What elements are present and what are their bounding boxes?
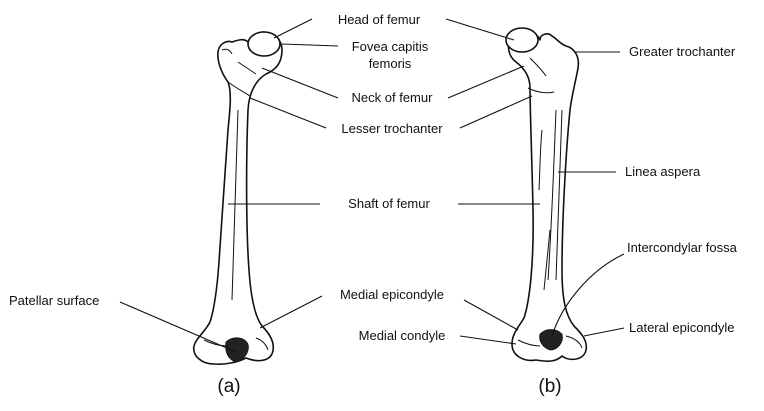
leader-neck-a <box>262 68 338 98</box>
femur-b-outline <box>509 31 587 361</box>
femur-anterior-view <box>194 32 282 364</box>
label-greater-trochanter: Greater trochanter <box>629 44 736 59</box>
label-fovea-femoris: femoris <box>369 56 412 71</box>
label-patellar-surface: Patellar surface <box>9 293 99 308</box>
leader-medial-condyle <box>460 336 516 344</box>
label-linea-aspera: Linea aspera <box>625 164 701 179</box>
femur-a-outline <box>194 32 282 364</box>
label-neck-of-femur: Neck of femur <box>352 90 434 105</box>
leader-lesser-trochanter-a <box>250 98 326 128</box>
femur-a-head <box>248 32 280 56</box>
label-lateral-epicondyle: Lateral epicondyle <box>629 320 735 335</box>
leader-medial-epicondyle-a <box>260 296 322 328</box>
leader-lateral-epicondyle <box>584 328 624 336</box>
leader-lesser-trochanter-b <box>460 96 532 128</box>
leader-head-b <box>446 19 514 40</box>
femur-b-head <box>506 28 538 52</box>
panel-label-b: (b) <box>538 376 561 397</box>
panel-label-a: (a) <box>217 376 240 397</box>
label-lesser-trochanter: Lesser trochanter <box>341 121 443 136</box>
leader-head-a <box>274 19 312 38</box>
label-intercondylar-fossa: Intercondylar fossa <box>627 240 738 255</box>
label-shaft-of-femur: Shaft of femur <box>348 196 430 211</box>
leader-neck-b <box>448 66 524 98</box>
leader-fovea <box>282 44 338 46</box>
label-head-of-femur: Head of femur <box>338 12 421 27</box>
labels: Head of femur Fovea capitis femoris Neck… <box>9 12 738 397</box>
femur-posterior-view <box>506 28 586 361</box>
label-medial-condyle: Medial condyle <box>359 328 446 343</box>
label-medial-epicondyle: Medial epicondyle <box>340 287 444 302</box>
label-fovea-capitis: Fovea capitis <box>352 39 429 54</box>
leader-medial-epicondyle-b <box>464 300 518 330</box>
